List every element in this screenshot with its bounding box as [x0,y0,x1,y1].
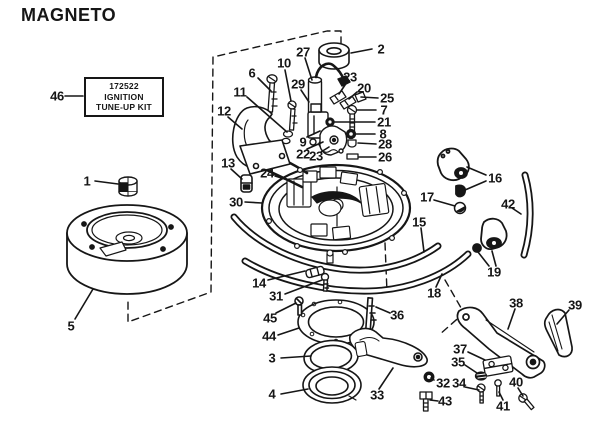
condenser-27 [307,62,351,148]
flywheel [66,204,188,295]
elbow-19 [472,217,508,253]
small-fastener-cluster [419,355,535,412]
elbow-16 [436,147,470,198]
armature-plate [258,150,412,264]
tube-42 [520,171,534,259]
page-title: MAGNETO [21,5,117,25]
leader-lines [64,48,570,402]
mounting-screws [266,74,298,145]
bracket-38 [456,306,546,379]
ignition-coil-12 [231,105,291,193]
grommet-17 [453,201,467,215]
kit-part-number: 172522 [109,81,139,92]
ignition-tune-up-kit-box: 172522 IGNITION TUNE-UP KIT [84,77,164,117]
fitting-14 [305,265,330,292]
terminal-cluster [329,90,367,110]
hose-15 [230,213,442,274]
kit-line-tune-up: TUNE-UP KIT [96,102,152,113]
bracket-33 [348,327,428,368]
cover-39 [543,308,573,358]
hose-18 [241,250,472,295]
flywheel-nut [118,176,138,197]
oring-4 [302,366,362,404]
kit-line-ignition: IGNITION [104,91,144,102]
